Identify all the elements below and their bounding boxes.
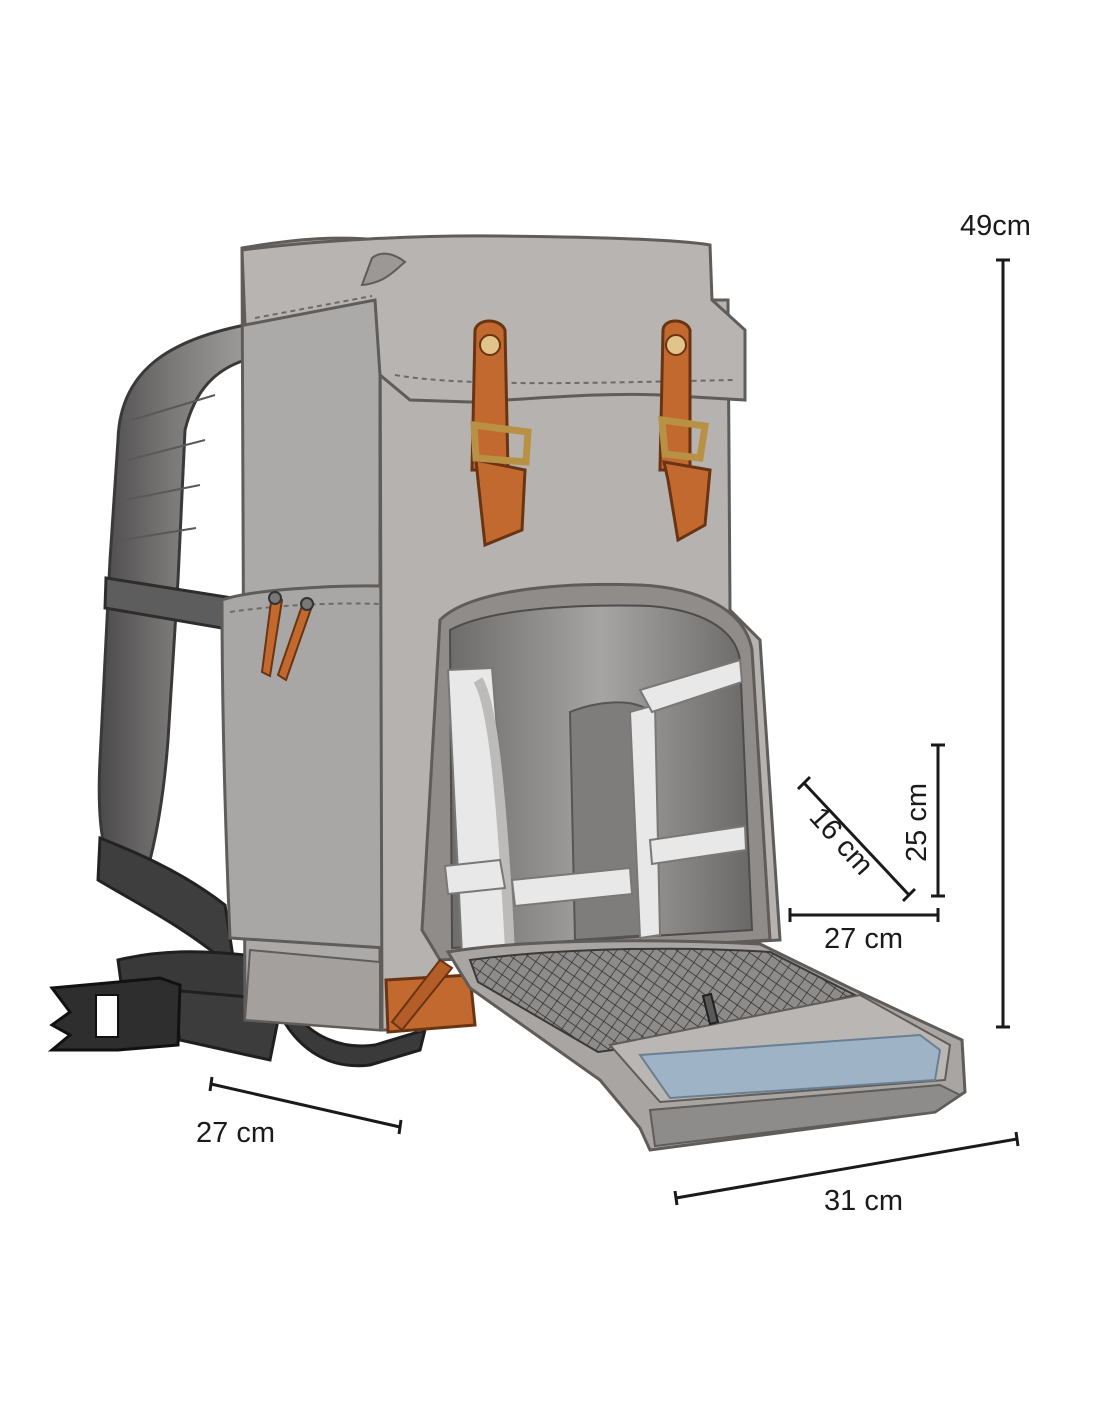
zipper-pull-icon xyxy=(260,591,314,682)
dimension-compartment-width-line xyxy=(788,908,940,922)
dimension-compartment-height-line xyxy=(931,743,945,898)
buckle-brass-icon xyxy=(470,420,532,466)
dimension-bag-width-label: 31 cm xyxy=(824,1185,903,1217)
dimension-bag-depth-line xyxy=(208,1076,403,1135)
rivet-icon xyxy=(479,334,501,356)
buckle-icon xyxy=(47,976,182,1052)
buckle-brass-icon xyxy=(658,415,710,462)
dimension-bag-depth-label: 27 cm xyxy=(196,1117,275,1149)
dimension-compartment-depth-label: 16 cm xyxy=(803,801,880,881)
mesh-pocket-blue xyxy=(638,1033,942,1100)
bottom-leather-patch xyxy=(384,958,477,1034)
dimension-compartment-width-label: 27 cm xyxy=(824,923,903,955)
dimension-height-total-label: 49cm xyxy=(960,210,1031,242)
side-pocket xyxy=(220,584,387,950)
dimension-compartment-height-label: 25 cm xyxy=(901,783,933,862)
top-flap xyxy=(240,234,747,404)
leather-strap-left xyxy=(470,319,532,548)
dimension-compartment-depth-line xyxy=(796,775,917,903)
dimension-lines xyxy=(208,258,1020,1206)
front-lid-open xyxy=(445,939,967,1152)
zipper-pull-icon xyxy=(701,992,720,1026)
bottom-strap xyxy=(279,1010,428,1068)
rivet-icon xyxy=(665,334,687,356)
dimension-bag-width-line xyxy=(673,1131,1020,1206)
leather-strap-right xyxy=(658,319,712,543)
compartment-dividers xyxy=(443,658,748,957)
dimension-height-total-line xyxy=(996,258,1010,1029)
lower-strap xyxy=(96,835,238,974)
